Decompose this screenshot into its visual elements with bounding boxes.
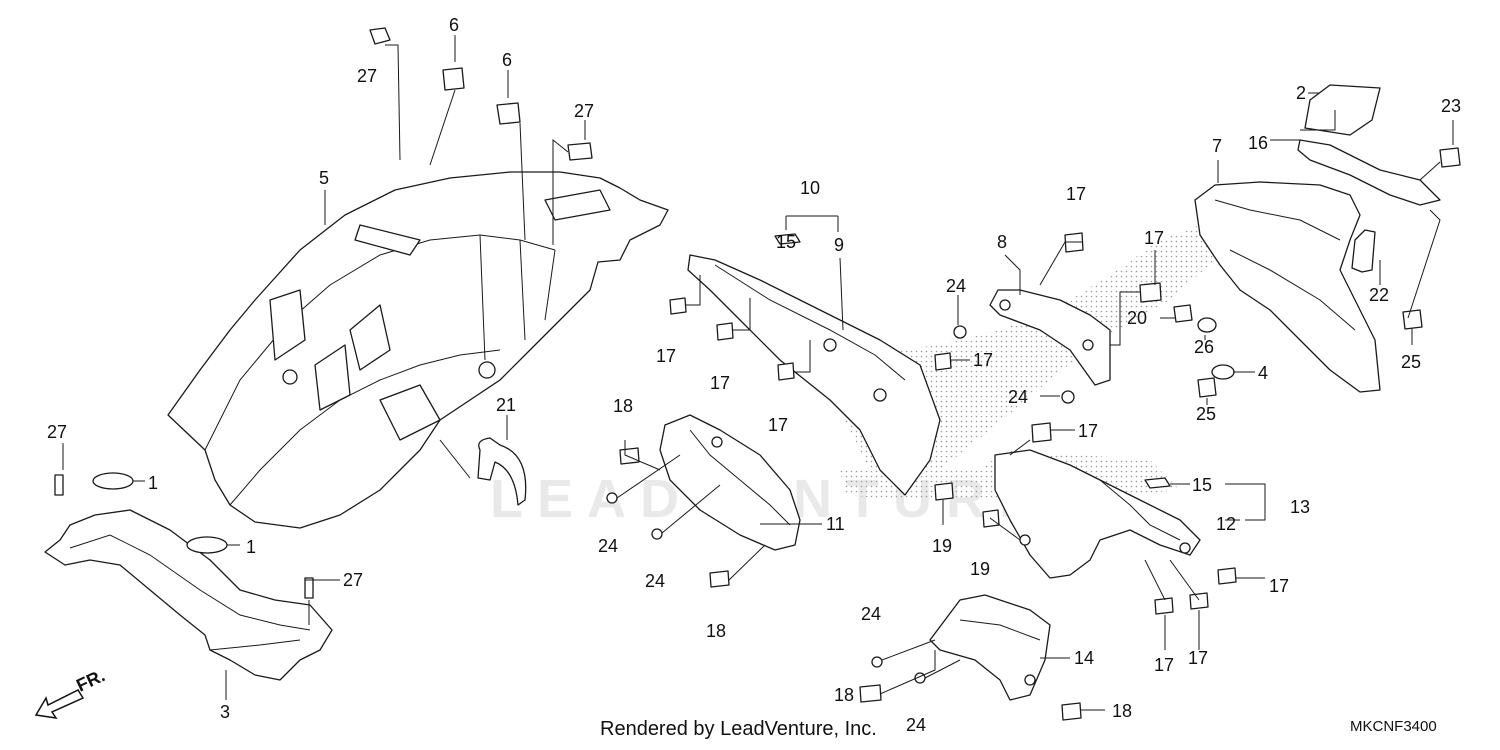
callout-2: 2: [1296, 83, 1306, 103]
callout-20: 20: [1127, 308, 1147, 328]
callout-5: 5: [319, 168, 329, 188]
callout-19: 19: [932, 536, 952, 556]
leader-lines: [62, 35, 1454, 711]
callout-17: 17: [1066, 184, 1086, 204]
callout-17: 17: [1269, 576, 1289, 596]
callout-labels: 27 6 6 27 5 27 1 1 27 3 21 10 15 9 17 17…: [47, 15, 1461, 735]
callout-10: 10: [800, 178, 820, 198]
callout-18: 18: [706, 621, 726, 641]
callout-17: 17: [1144, 228, 1164, 248]
callout-18: 18: [613, 396, 633, 416]
callout-27: 27: [47, 422, 67, 442]
callout-22: 22: [1369, 285, 1389, 305]
plate-bracket-part: [1297, 139, 1441, 206]
callout-25: 25: [1401, 352, 1421, 372]
tail-cover-part: [1194, 181, 1381, 393]
callout-1: 1: [246, 537, 256, 557]
callout-6: 6: [502, 50, 512, 70]
callout-18: 18: [834, 685, 854, 705]
callout-27: 27: [357, 66, 377, 86]
callout-19: 19: [970, 559, 990, 579]
callout-24: 24: [861, 604, 881, 624]
band-part: [477, 437, 527, 506]
callout-15: 15: [776, 232, 796, 252]
callout-17: 17: [1188, 648, 1208, 668]
side-cover-lower-part: [659, 414, 801, 551]
callout-25: 25: [1196, 404, 1216, 424]
footer-credit: Rendered by LeadVenture, Inc.: [600, 718, 877, 740]
callout-24: 24: [1008, 387, 1028, 407]
callout-24: 24: [946, 276, 966, 296]
bracket-part: [989, 289, 1111, 386]
callout-1: 1: [148, 473, 158, 493]
rear-fender-part: [167, 171, 669, 529]
callout-24: 24: [598, 536, 618, 556]
reflector-part: [1304, 84, 1381, 136]
callout-13: 13: [1290, 497, 1310, 517]
callout-7: 7: [1212, 136, 1222, 156]
callout-11: 11: [826, 514, 845, 534]
callout-4: 4: [1258, 363, 1268, 383]
callout-15: 15: [1192, 475, 1212, 495]
cap-part: [1351, 229, 1376, 273]
callout-17: 17: [1154, 655, 1174, 675]
callout-17: 17: [973, 350, 993, 370]
callout-12: 12: [1216, 514, 1236, 534]
callout-24: 24: [645, 571, 665, 591]
callout-6: 6: [449, 15, 459, 35]
callout-8: 8: [997, 232, 1007, 252]
callout-17: 17: [710, 373, 730, 393]
callout-21: 21: [496, 395, 516, 415]
diagram-code: MKCNF3400: [1350, 718, 1437, 735]
side-cover-upper-part: [687, 254, 941, 496]
callout-17: 17: [768, 415, 788, 435]
callout-27: 27: [343, 570, 363, 590]
callout-17: 17: [656, 346, 676, 366]
callout-24: 24: [906, 715, 926, 735]
bottom-cover-part: [929, 594, 1051, 701]
callout-27: 27: [574, 101, 594, 121]
callout-18: 18: [1112, 701, 1132, 721]
callout-26: 26: [1194, 337, 1214, 357]
callout-16: 16: [1248, 133, 1268, 153]
side-cover-right-part: [994, 449, 1201, 579]
lower-bracket-part: [44, 472, 333, 681]
callout-9: 9: [834, 235, 844, 255]
callout-17: 17: [1078, 421, 1098, 441]
callout-3: 3: [220, 702, 230, 722]
callout-14: 14: [1074, 648, 1094, 668]
callout-23: 23: [1441, 96, 1461, 116]
hardware: [369, 27, 1461, 721]
front-direction-arrow-icon: FR.: [34, 665, 108, 719]
